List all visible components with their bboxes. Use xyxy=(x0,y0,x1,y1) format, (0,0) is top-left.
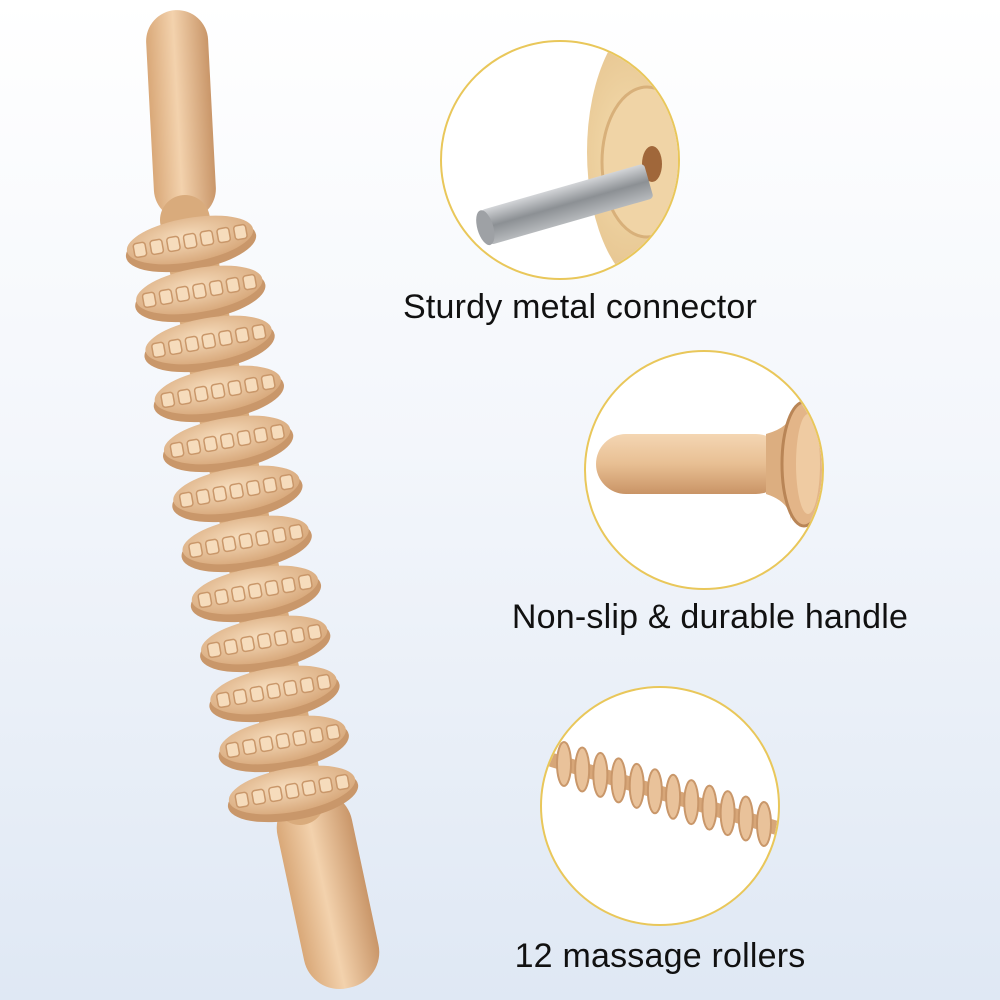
caption-handle: Non-slip & durable handle xyxy=(511,598,909,636)
rollers-icon xyxy=(545,741,778,847)
handle-roller-disc xyxy=(780,400,822,528)
roller-disc xyxy=(172,465,303,523)
roller-disc xyxy=(125,215,257,273)
caption-metal-connector: Sturdy metal connector xyxy=(402,288,757,326)
detail-circle-handle xyxy=(584,350,824,590)
mini-roller-disc xyxy=(719,790,736,837)
mini-roller-disc xyxy=(737,795,754,842)
mini-roller-disc xyxy=(556,741,572,787)
roller-disc xyxy=(227,765,359,823)
roller-disc xyxy=(200,615,331,673)
roller-disc xyxy=(209,665,340,723)
mini-roller-disc xyxy=(701,784,718,831)
mini-roller-disc xyxy=(628,762,645,809)
roller-discs xyxy=(125,215,359,823)
mini-roller-disc xyxy=(683,779,700,826)
mini-roller-disc xyxy=(592,751,609,798)
bottom-handle xyxy=(276,790,380,990)
handle-icon xyxy=(596,400,822,528)
mini-roller-disc xyxy=(756,801,772,847)
mini-roller-disc xyxy=(574,746,591,793)
mini-roller-discs xyxy=(556,741,772,847)
mini-roller-disc xyxy=(665,773,682,820)
top-handle xyxy=(146,10,216,220)
caption-rollers: 12 massage rollers xyxy=(514,937,806,975)
detail-circle-rollers xyxy=(540,686,780,926)
roller-disc xyxy=(218,715,349,773)
roller-disc xyxy=(163,415,294,473)
roller-disc xyxy=(190,565,322,623)
roller-disc xyxy=(144,315,275,373)
mini-roller-disc xyxy=(610,757,627,804)
roller-disc xyxy=(135,265,266,323)
detail-circle-metal-connector xyxy=(440,40,680,280)
metal-connector-icon xyxy=(476,42,678,278)
mini-roller-disc xyxy=(646,768,663,815)
roller-disc xyxy=(153,365,284,423)
roller-disc xyxy=(181,515,312,573)
